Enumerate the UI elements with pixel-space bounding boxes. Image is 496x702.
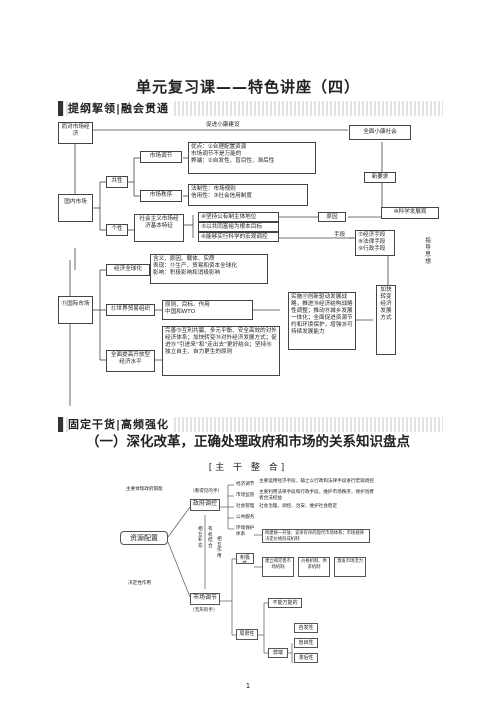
interact-label: 相互作用 (217, 537, 222, 559)
feature-macro-control: ⑥能够实行科学的宏观调控 (198, 232, 279, 242)
resource-allocation-box: 资源配置 (120, 531, 168, 545)
page-number: 1 (245, 682, 251, 690)
not-omnipotent-box: 不能万能的 (268, 598, 302, 608)
economic-regulation-detail: 主要运用经济手段，辅之以行政和法律手段进行宏观调控 (259, 479, 374, 484)
feature-common-prosperity: ⑤以共同富裕为根本目标 (198, 222, 279, 232)
market-supervision-label: 市场监管 (236, 493, 255, 498)
section-banner-review: 提纲挈领|融会贯通 (58, 101, 443, 116)
market-economy-box: 而对市场经济 (58, 122, 93, 144)
transformation-measures-box: 实施⑰创新驱动发展战略，推进⑱经济结构战略性调整；推动⑲城乡发展一体化；全面促进… (288, 292, 356, 350)
reason-box: 原因 (318, 212, 346, 222)
positivity-box: 积极性 (236, 553, 254, 564)
visible-hand-label: （看得见的手） (190, 489, 223, 494)
page-title: 单元复习课——特色讲座（四） (135, 78, 360, 96)
system-detail-box: 构建统一开放、竞争有序的现代市场体系；市场规律决定价格形成机制 (262, 529, 370, 543)
promote-label: 促进小康建设 (206, 122, 240, 128)
feature-public-ownership: ④坚持公有制主体地位 (198, 212, 279, 222)
wto-box: ⑫世界贸易组织 (106, 304, 155, 316)
transform-mode-box: 加快转变经济发展方式 (376, 285, 396, 355)
combine-label: 有机结合 (208, 527, 213, 549)
order-note-box: 法制性：市场规则 信用性：③社会信用制度 (188, 184, 308, 206)
public-service-label: 公共服务 (236, 515, 255, 520)
banner-text: 固定干货|高频强化 (68, 417, 174, 432)
wto-note-box: 原则、目标、作用 中国和WTO (162, 300, 253, 320)
domestic-market-box: 国内市场 (58, 194, 93, 222)
opening-note-box: 完善⑬互利共赢、多元平衡、安全高效的对外经济体系；加快转变⑭对外经济发展方式；促… (162, 326, 280, 376)
positivity-detail-3: 激发市场活力 (334, 557, 366, 577)
socialist-features-box: 社会主义市场经济基本特征 (134, 214, 184, 242)
scientific-development-box: ⑩科学发展观 (381, 207, 439, 219)
market-regulation-box: 市场调节 (190, 593, 220, 605)
section-banner-key-points: 固定干货|高频强化 (58, 417, 443, 432)
new-requirement-box: 新要求 (364, 172, 396, 183)
positivity-detail-2: 价格机制、供求机制 (298, 557, 330, 577)
decisive-role-label: 决定性作用 (128, 581, 151, 586)
economic-regulation-label: 经济调节 (236, 482, 255, 487)
limitation-box: 局限性 (236, 629, 258, 640)
comprehensive-society-box: 全面小康社会 (349, 125, 411, 140)
government-regulation-box: 政府调控 (190, 499, 220, 511)
globalization-note-box: 含义、原因、载体、实质 表现：⑪生产、贸易和资本全球化 影响：积极影响和消极影响 (150, 254, 268, 284)
banner-text: 提纲挈领|融会贯通 (68, 101, 174, 116)
economic-globalization-box: 经济全球化 (106, 264, 150, 276)
subtitle: [主 干 整 合] (208, 463, 288, 473)
main-gov-function-label: 主要体现政府职能 (126, 487, 163, 492)
opening-up-box: 全面提高开放型经济水平 (106, 350, 155, 372)
invisible-hand-label: （无形的手） (190, 608, 218, 613)
blindness-box: 盲目性 (294, 638, 318, 648)
drawback-box: 弊端 (268, 648, 288, 658)
concept-map-lines (167, 484, 293, 663)
guiding-ideology-label: 指导思想 (425, 238, 431, 265)
section-title: （一）深化改革，正确处理政府和市场的关系知识盘点 (86, 434, 410, 450)
complement-label: 相互补充 (198, 527, 203, 549)
social-management-detail: 社会治理，调控、治安、维护社会稳定 (259, 504, 338, 509)
international-market-box: ⑪国际市场 (58, 296, 93, 324)
lag-box: 滞后性 (294, 653, 318, 663)
positivity-detail-1: 建立和完善市场机制 (262, 557, 294, 577)
market-order-box: 市场秩序 (140, 190, 182, 202)
common-box: 共性 (106, 176, 128, 188)
system-label: 体系 (236, 532, 246, 537)
market-supervision-detail: 主要利用法律手段和行政手段，维护市场秩序，保护消费者合法权益 (259, 490, 374, 501)
social-management-label: 社会管理 (236, 504, 255, 509)
spontaneity-box: 自发性 (294, 623, 318, 633)
concept-map-government-market: 主要体现政府职能 资源配置 决定性作用 （看得见的手） 政府调控 相互补充 有机… (118, 477, 380, 667)
concept-map-market-economy: 而对市场经济 促进小康建设 全面小康社会 新要求 国内市场 共性 市场调节 优点… (58, 120, 443, 412)
market-adjustment-box: 市场调节 (140, 151, 182, 163)
means-label: 手段 (334, 232, 346, 238)
concept-map-lines (69, 129, 389, 406)
environment-protection-label: 环境保护 (236, 526, 255, 531)
adjustment-note-box: 优点：①合理配置资源 市场调节不是万能的 弊端：②自发性、盲目性、滞后性 (188, 142, 316, 174)
individual-box: 个性 (106, 224, 128, 236)
means-box: ⑦经济手段 ⑧法律手段 ⑨行政手段 (355, 230, 395, 256)
